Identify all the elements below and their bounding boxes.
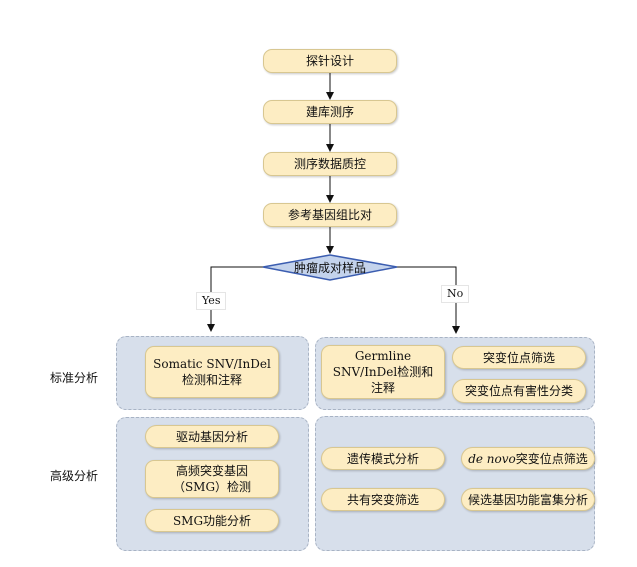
arrow-no-branch xyxy=(395,266,460,334)
shared-filter-label: 共有突变筛选 xyxy=(346,492,419,507)
alignment-label: 参考基因组比对 xyxy=(287,208,372,222)
qc-node: 测序数据质控 xyxy=(263,152,397,176)
standard-analysis-label: 标准分析 xyxy=(50,371,99,385)
candidate-enrichment-label: 候选基因功能富集分析 xyxy=(467,492,588,507)
smg-function-node: SMG功能分析 xyxy=(145,509,279,532)
site-filter-node: 突变位点筛选 xyxy=(452,346,586,369)
de-novo-italic: de novo xyxy=(468,451,516,466)
driver-genes-label: 驱动基因分析 xyxy=(175,429,248,444)
candidate-enrichment-node: 候选基因功能富集分析 xyxy=(461,488,595,511)
somatic-snv-indel-label: Somatic SNV/InDel检测和注释 xyxy=(153,357,271,387)
germline-advanced-group xyxy=(315,416,595,551)
harmful-class-label: 突变位点有害性分类 xyxy=(464,384,573,398)
de-novo-node: de novo突变位点筛选 xyxy=(461,447,595,470)
advanced-analysis-label: 高级分析 xyxy=(50,469,99,483)
harmful-class-node: 突变位点有害性分类 xyxy=(452,379,586,403)
qc-label: 测序数据质控 xyxy=(293,157,366,171)
no-label: No xyxy=(441,285,470,303)
driver-genes-node: 驱动基因分析 xyxy=(145,425,279,448)
alignment-node: 参考基因组比对 xyxy=(263,203,397,227)
smg-detection-node: 高频突变基因（SMG）检测 xyxy=(145,460,279,498)
de-novo-rest: 突变位点筛选 xyxy=(515,451,588,466)
de-novo-label: de novo突变位点筛选 xyxy=(468,451,588,467)
library-sequencing-node: 建库测序 xyxy=(263,100,397,124)
decision-label: 肿瘤成对样品 xyxy=(293,260,366,275)
probe-design-label: 探针设计 xyxy=(305,54,354,68)
library-sequencing-label: 建库测序 xyxy=(305,105,354,119)
shared-filter-node: 共有突变筛选 xyxy=(321,488,445,511)
germline-snv-indel-node: Germline SNV/InDel检测和注释 xyxy=(321,345,445,399)
smg-detection-label: 高频突变基因（SMG）检测 xyxy=(172,464,252,494)
inheritance-node: 遗传模式分析 xyxy=(321,447,445,470)
yes-label: Yes xyxy=(196,292,227,310)
germline-snv-indel-label: Germline SNV/InDel检测和注释 xyxy=(332,349,434,395)
smg-function-label: SMG功能分析 xyxy=(172,513,252,528)
somatic-snv-indel-node: Somatic SNV/InDel检测和注释 xyxy=(145,346,279,398)
site-filter-label: 突变位点筛选 xyxy=(482,350,555,365)
decision-diamond xyxy=(262,254,398,281)
probe-design-node: 探针设计 xyxy=(263,49,397,73)
inheritance-label: 遗传模式分析 xyxy=(346,451,419,466)
